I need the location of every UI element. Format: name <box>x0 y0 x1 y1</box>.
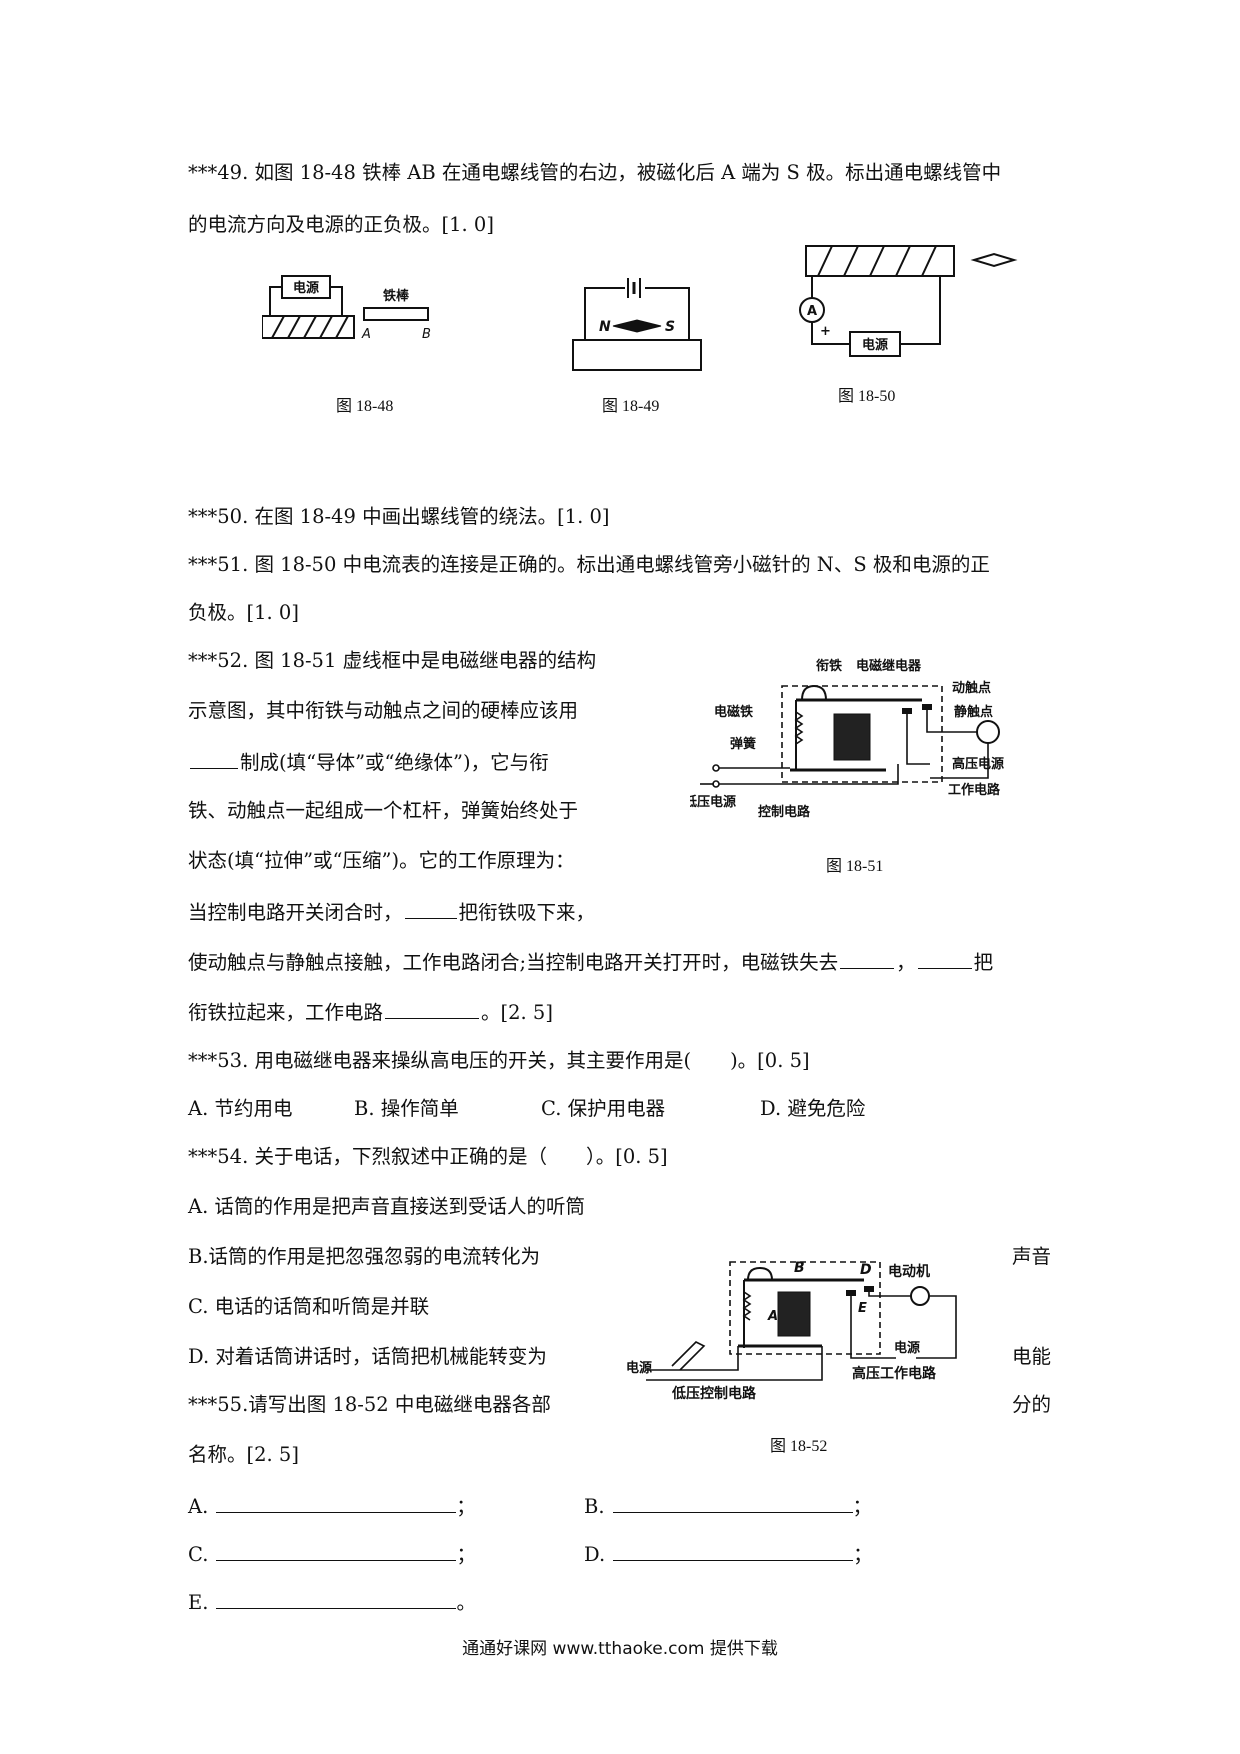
fig52-lv-circuit-label: 低压控制电路 <box>671 1385 757 1402</box>
q54-option-d-end: 电能 <box>1012 1345 1052 1368</box>
fig49-caption: 图 18-49 <box>602 398 660 415</box>
q53-option-c[interactable]: C. 保护用电器 <box>541 1097 666 1120</box>
q54-option-b-end: 声音 <box>1012 1245 1052 1268</box>
q55-answer-c: C.； <box>188 1538 476 1570</box>
fig51-electromagnet-label: 电磁铁 <box>714 704 753 720</box>
q55-line2: 名称。[2. 5] <box>188 1443 299 1466</box>
page-footer: 通通好课网 www.tthaoke.com 提供下载 <box>462 1639 778 1659</box>
q54-option-c[interactable]: C. 电话的话筒和听筒是并联 <box>188 1295 430 1318</box>
q55-answer-e: E.。 <box>188 1586 476 1618</box>
figure-18-48: 电源 铁棒 A B <box>262 275 431 342</box>
figure-18-49: N S <box>572 278 702 371</box>
q55-answer-a: A.； <box>188 1490 476 1522</box>
fig51-static-label: 静触点 <box>954 704 993 720</box>
fig51-lv-label: 低压电源 <box>690 794 736 810</box>
fig52-power-label: 电源 <box>894 1340 920 1356</box>
fig52-motor-label: 电动机 <box>888 1263 930 1280</box>
q55-blank-a[interactable] <box>216 1490 457 1513</box>
q52-blank-4[interactable] <box>917 946 972 969</box>
q50-text: ***50. 在图 18-49 中画出螺线管的绕法。[1. 0] <box>188 505 610 528</box>
q52-line4: 铁、动触点一起组成一个杠杆，弹簧始终处于 <box>188 799 579 822</box>
fig48-a-label: A <box>361 327 371 342</box>
q55-blank-d[interactable] <box>613 1538 854 1561</box>
q52-blank-5[interactable] <box>385 996 480 1019</box>
q53-option-a[interactable]: A. 节约用电 <box>188 1097 293 1120</box>
fig51-spring-label: 弹簧 <box>730 736 756 752</box>
q53-option-d[interactable]: D. 避免危险 <box>760 1097 866 1120</box>
q52-line2: 示意图，其中衔铁与动触点之间的硬棒应该用 <box>188 699 579 722</box>
fig52-e-label: E <box>858 1301 867 1316</box>
q49-line1: ***49. 如图 18-48 铁棒 AB 在通电螺线管的右边，被磁化后 A 端… <box>188 161 1002 184</box>
fig50-power-label: 电源 <box>862 337 888 353</box>
fig52-b-label: B <box>794 1260 805 1276</box>
q54-stem: ***54. 关于电话，下烈叙述中正确的是（ ）。[0. 5] <box>188 1145 668 1168</box>
figure-18-52: B D A E 电动机 电源 高压工作电路 电源 低压控制电路 <box>626 1260 957 1402</box>
q54-option-b[interactable]: B.话筒的作用是把忽强忽弱的电流转化为 <box>188 1245 541 1268</box>
fig50-plus-label: + <box>820 324 831 339</box>
q55-blank-c[interactable] <box>216 1538 457 1561</box>
fig51-control-label: 控制电路 <box>758 804 811 820</box>
fig51-moving-label: 动触点 <box>952 680 991 696</box>
figure-18-50: A + 电源 <box>799 245 1018 357</box>
q52-line8: 衔铁拉起来，工作电路。[2. 5] <box>188 996 553 1028</box>
fig52-hv-circuit-label: 高压工作电路 <box>852 1365 937 1382</box>
figure-18-51: 衔铁 电磁继电器 动触点 电磁铁 静触点 弹簧 高压电源 工作电路 低压电源 控… <box>690 658 1004 820</box>
q54-option-d[interactable]: D. 对着话筒讲话时，话筒把机械能转变为 <box>188 1345 547 1368</box>
q55-blank-e[interactable] <box>216 1586 457 1609</box>
q51-line2: 负极。[1. 0] <box>188 601 299 624</box>
q49-line2: 的电流方向及电源的正负极。[1. 0] <box>188 213 494 236</box>
fig52-caption: 图 18-52 <box>770 1438 828 1455</box>
fig51-work-label: 工作电路 <box>948 782 1001 798</box>
q55-line1: ***55.请写出图 18-52 中电磁继电器各部 <box>188 1393 551 1416</box>
q53-stem: ***53. 用电磁继电器来操纵高电压的开关，其主要作用是( )。[0. 5] <box>188 1049 810 1072</box>
fig51-armature-label: 衔铁 <box>816 658 842 674</box>
q53-option-b[interactable]: B. 操作简单 <box>354 1097 459 1120</box>
q52-line6: 当控制电路开关闭合时，把衔铁吸下来， <box>188 896 595 928</box>
fig48-b-label: B <box>422 327 431 342</box>
q52-line1: ***52. 图 18-51 虚线框中是电磁继电器的结构 <box>188 649 597 672</box>
q55-answer-d: D.； <box>584 1538 873 1570</box>
q51-line1: ***51. 图 18-50 中电流表的连接是正确的。标出通电螺线管旁小磁针的 … <box>188 553 990 576</box>
q52-blank-2[interactable] <box>404 896 457 919</box>
fig49-n-label: N <box>599 319 611 335</box>
q52-line5: 状态(填“拉伸”或“压缩”)。它的工作原理为： <box>188 849 575 872</box>
q54-option-a[interactable]: A. 话筒的作用是把声音直接送到受话人的听筒 <box>188 1195 585 1218</box>
fig48-caption: 图 18-48 <box>336 398 394 415</box>
q52-line7: 使动触点与静触点接触，工作电路闭合;当控制电路开关打开时，电磁铁失去，把 <box>188 946 993 978</box>
fig52-a-label: A <box>767 1309 778 1324</box>
q52-blank-1[interactable] <box>190 746 238 769</box>
q52-line3: 制成(填“导体”或“绝缘体”)，它与衔 <box>188 746 549 778</box>
fig48-power-label: 电源 <box>293 280 319 296</box>
fig52-power-left-label: 电源 <box>626 1360 652 1376</box>
fig50-caption: 图 18-50 <box>838 388 896 405</box>
q52-blank-3[interactable] <box>840 946 895 969</box>
fig49-s-label: S <box>665 319 675 335</box>
fig48-rod-label: 铁棒 <box>382 288 410 304</box>
q55-blank-b[interactable] <box>612 1490 853 1513</box>
fig50-ammeter-label: A <box>807 304 817 319</box>
fig52-d-label: D <box>860 1262 872 1278</box>
fig51-hv-label: 高压电源 <box>952 756 1004 772</box>
fig51-caption: 图 18-51 <box>826 858 884 875</box>
fig51-relay-label: 电磁继电器 <box>856 658 922 674</box>
q55-line1-end: 分的 <box>1012 1393 1052 1416</box>
q55-answer-b: B.； <box>584 1490 872 1522</box>
